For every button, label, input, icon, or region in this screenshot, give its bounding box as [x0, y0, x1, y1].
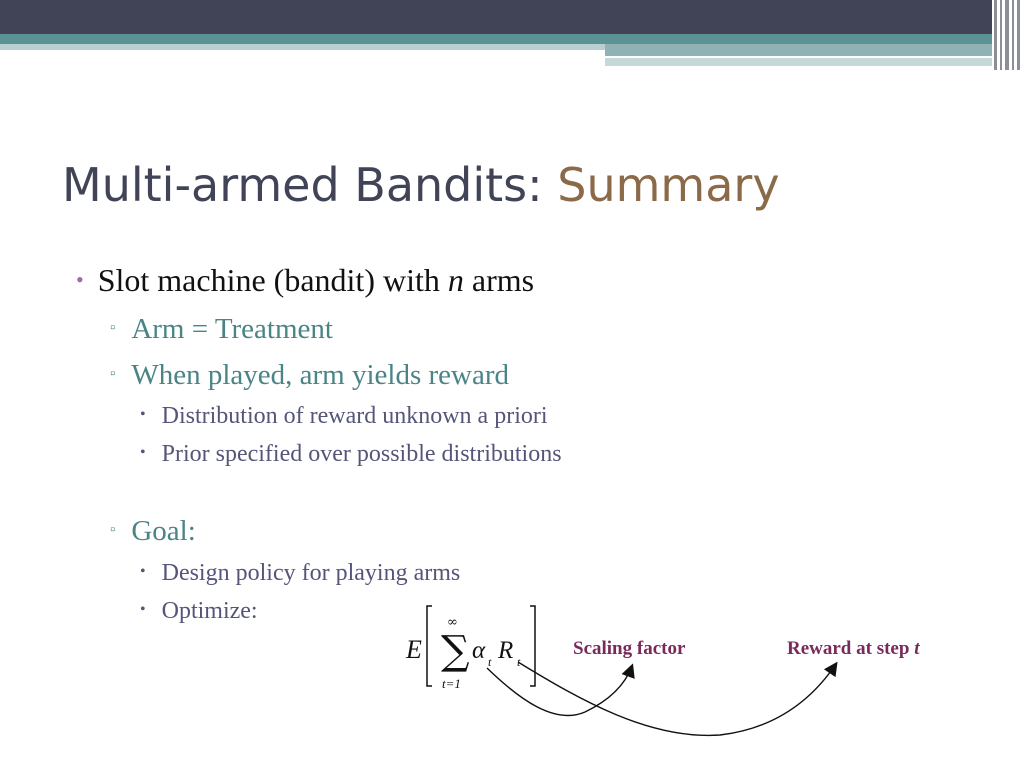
banner-white-line	[605, 56, 950, 58]
small-dot-icon: •	[140, 563, 146, 580]
expected-reward-formula: E ∑ ∞ t=1 α t R t	[405, 605, 536, 691]
right-bracket	[530, 605, 536, 687]
bullet-optimize: •Optimize:	[140, 598, 258, 624]
formula-alpha: α	[472, 637, 486, 664]
scaling-factor-label: Scaling factor	[573, 638, 686, 659]
top-banner	[0, 0, 1024, 72]
title-accent: Summary	[557, 158, 780, 212]
formula-expectation: E	[405, 635, 422, 664]
banner-light-teal-bar	[0, 44, 605, 50]
bullet-goal: ▫Goal:	[110, 515, 196, 547]
small-dot-icon: •	[140, 601, 146, 618]
banner-pale-teal-bar	[605, 58, 1000, 66]
sum-upper-limit: ∞	[447, 615, 458, 630]
reward-at-step-label: Reward at step t	[787, 638, 920, 659]
small-dot-icon: •	[140, 444, 146, 461]
formula-reward: R	[497, 637, 513, 664]
square-bullet-icon: ▫	[110, 366, 116, 382]
bullet-when-played: ▫When played, arm yields reward	[110, 359, 509, 391]
title-main: Multi-armed Bandits:	[62, 158, 558, 212]
slide-title: Multi-armed Bandits: Summary	[62, 158, 780, 212]
bullet-prior-specified: •Prior specified over possible distribut…	[140, 441, 562, 467]
reward-subscript: t	[517, 655, 521, 669]
left-bracket	[426, 605, 432, 687]
bullet-slot-machine: •Slot machine (bandit) with n arms	[76, 262, 535, 298]
arrow-to-reward-at-step	[517, 661, 838, 737]
banner-mid-teal-bar	[605, 44, 1000, 56]
square-bullet-icon: ▫	[110, 522, 116, 538]
sum-lower-limit: t=1	[442, 676, 461, 691]
bullet-design-policy: •Design policy for playing arms	[140, 560, 461, 586]
alpha-subscript: t	[488, 655, 492, 669]
summation-icon: ∑	[441, 628, 470, 674]
bullet-dot-icon: •	[76, 267, 84, 292]
bullet-distribution-unknown: •Distribution of reward unknown a priori	[140, 403, 548, 429]
small-dot-icon: •	[140, 406, 146, 423]
square-bullet-icon: ▫	[110, 320, 116, 336]
banner-teal-bar	[0, 34, 1024, 44]
banner-stripes	[992, 0, 1024, 70]
banner-dark-bar	[0, 0, 1024, 34]
bullet-arm-treatment: ▫Arm = Treatment	[110, 313, 333, 345]
